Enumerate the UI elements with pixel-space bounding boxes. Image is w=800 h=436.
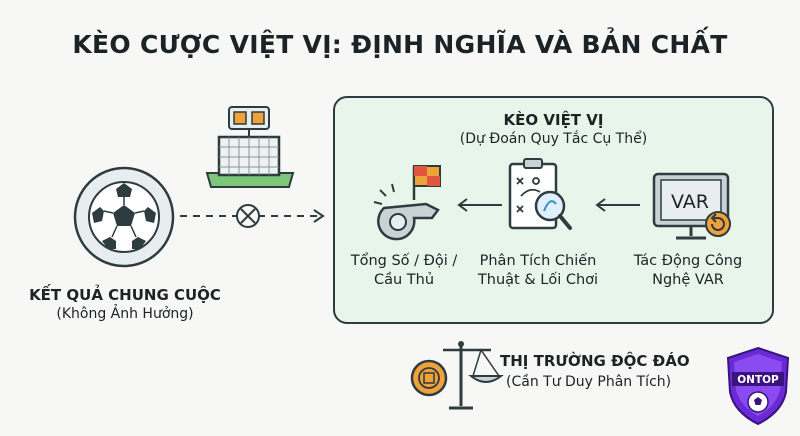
page-title: KÈO CƯỢC VIỆT VỊ: ĐỊNH NGHĨA VÀ BẢN CHẤT <box>72 30 728 59</box>
ontop-logo-icon: ONTOP <box>726 346 790 426</box>
final-result-sublabel: (Không Ảnh Hưởng) <box>56 306 194 322</box>
arrow-left-icon <box>595 198 640 212</box>
var-text: VAR <box>671 191 709 213</box>
whistle-flag-icon <box>373 165 441 241</box>
tactics-board-icon <box>508 158 572 230</box>
panel-item-label: Tổng Số / Đội / Cầu Thủ <box>350 253 458 288</box>
market-label: THỊ TRƯỜNG ĐỘC ĐÁO <box>500 352 690 370</box>
market-sublabel: (Cần Tư Duy Phân Tích) <box>506 374 672 390</box>
coin-scale-icon <box>410 341 504 410</box>
panel-item-label: Tác Động Công Nghệ VAR <box>633 253 743 288</box>
var-monitor-icon: VAR <box>652 172 731 240</box>
arrow-left-icon <box>457 198 502 212</box>
stadium-goal-icon <box>205 106 295 188</box>
final-result-label: KẾT QUẢ CHUNG CUỘC <box>29 286 221 304</box>
panel-subtitle: (Dự Đoán Quy Tắc Cụ Thể) <box>459 131 648 147</box>
no-impact-arrow <box>180 204 325 228</box>
panel-item-label: Phân Tích Chiến Thuật & Lối Chơi <box>477 253 599 288</box>
football-icon <box>73 166 175 268</box>
logo-text: ONTOP <box>737 374 779 386</box>
panel-title: KÈO VIỆT VỊ <box>503 111 604 129</box>
